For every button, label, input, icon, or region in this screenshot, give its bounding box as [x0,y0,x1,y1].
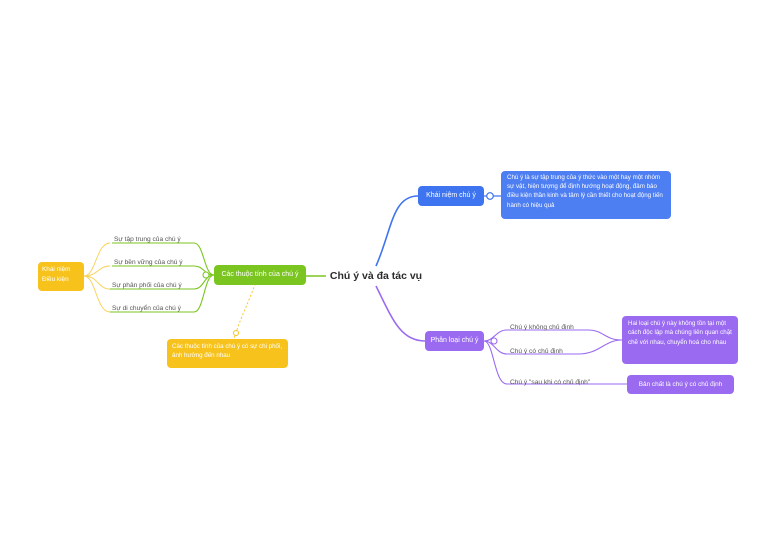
topic-classification[interactable]: Phân loại chú ý [425,331,484,351]
central-topic[interactable]: Chú ý và đa tác vụ [329,270,423,282]
classification-relationship-note[interactable]: Hai loại chú ý này không tồn tại một các… [622,316,738,364]
yellow-relationship-handle[interactable] [233,330,239,336]
connector-central-blue [375,195,419,267]
blue-collapse-handle[interactable] [486,192,494,200]
subtopic-voluntary-attention[interactable]: Chú ý có chủ định [510,348,563,355]
subtopic-stability[interactable]: Sự bền vững của chú ý [114,259,183,266]
yellow-summary-bracket [83,242,111,313]
topic-attributes[interactable]: Các thuộc tính của chú ý [214,265,306,285]
attributes-interaction-note[interactable]: Các thuộc tính của chú ý có sự chi phối,… [167,339,288,368]
post-voluntary-nature-note[interactable]: Bản chất là chú ý có chủ định [627,375,734,394]
purple-relationship-bracket [577,329,623,355]
connector-green-item-2 [112,265,215,276]
connector-green-item-1 [112,242,215,276]
concept-definition-note[interactable]: Chú ý là sự tập trung của ý thức vào một… [501,171,671,219]
connector-purple-item-3 [483,340,608,385]
connector-central-purple [375,285,426,342]
connector-purple-item-1 [483,329,588,342]
subtopic-distribution[interactable]: Sự phân phối của chú ý [112,282,182,289]
subtopic-concentration[interactable]: Sự tập trung của chú ý [114,236,181,243]
subtopic-shifting[interactable]: Sự di chuyển của chú ý [112,305,181,312]
connector-purple-item-2 [483,340,578,355]
green-collapse-handle[interactable] [202,271,210,279]
connector-green-item-4 [110,274,215,313]
subtopic-involuntary-attention[interactable]: Chú ý không chủ định [510,324,574,331]
summary-concept-conditions[interactable]: Khái niệm Điều kiện [38,262,84,291]
topic-concept[interactable]: Khái niệm chú ý [418,186,484,206]
purple-collapse-handle[interactable] [490,337,498,345]
yellow-relationship-connector [233,275,259,340]
subtopic-post-voluntary-attention[interactable]: Chú ý "sau khi có chủ định" [510,379,591,386]
